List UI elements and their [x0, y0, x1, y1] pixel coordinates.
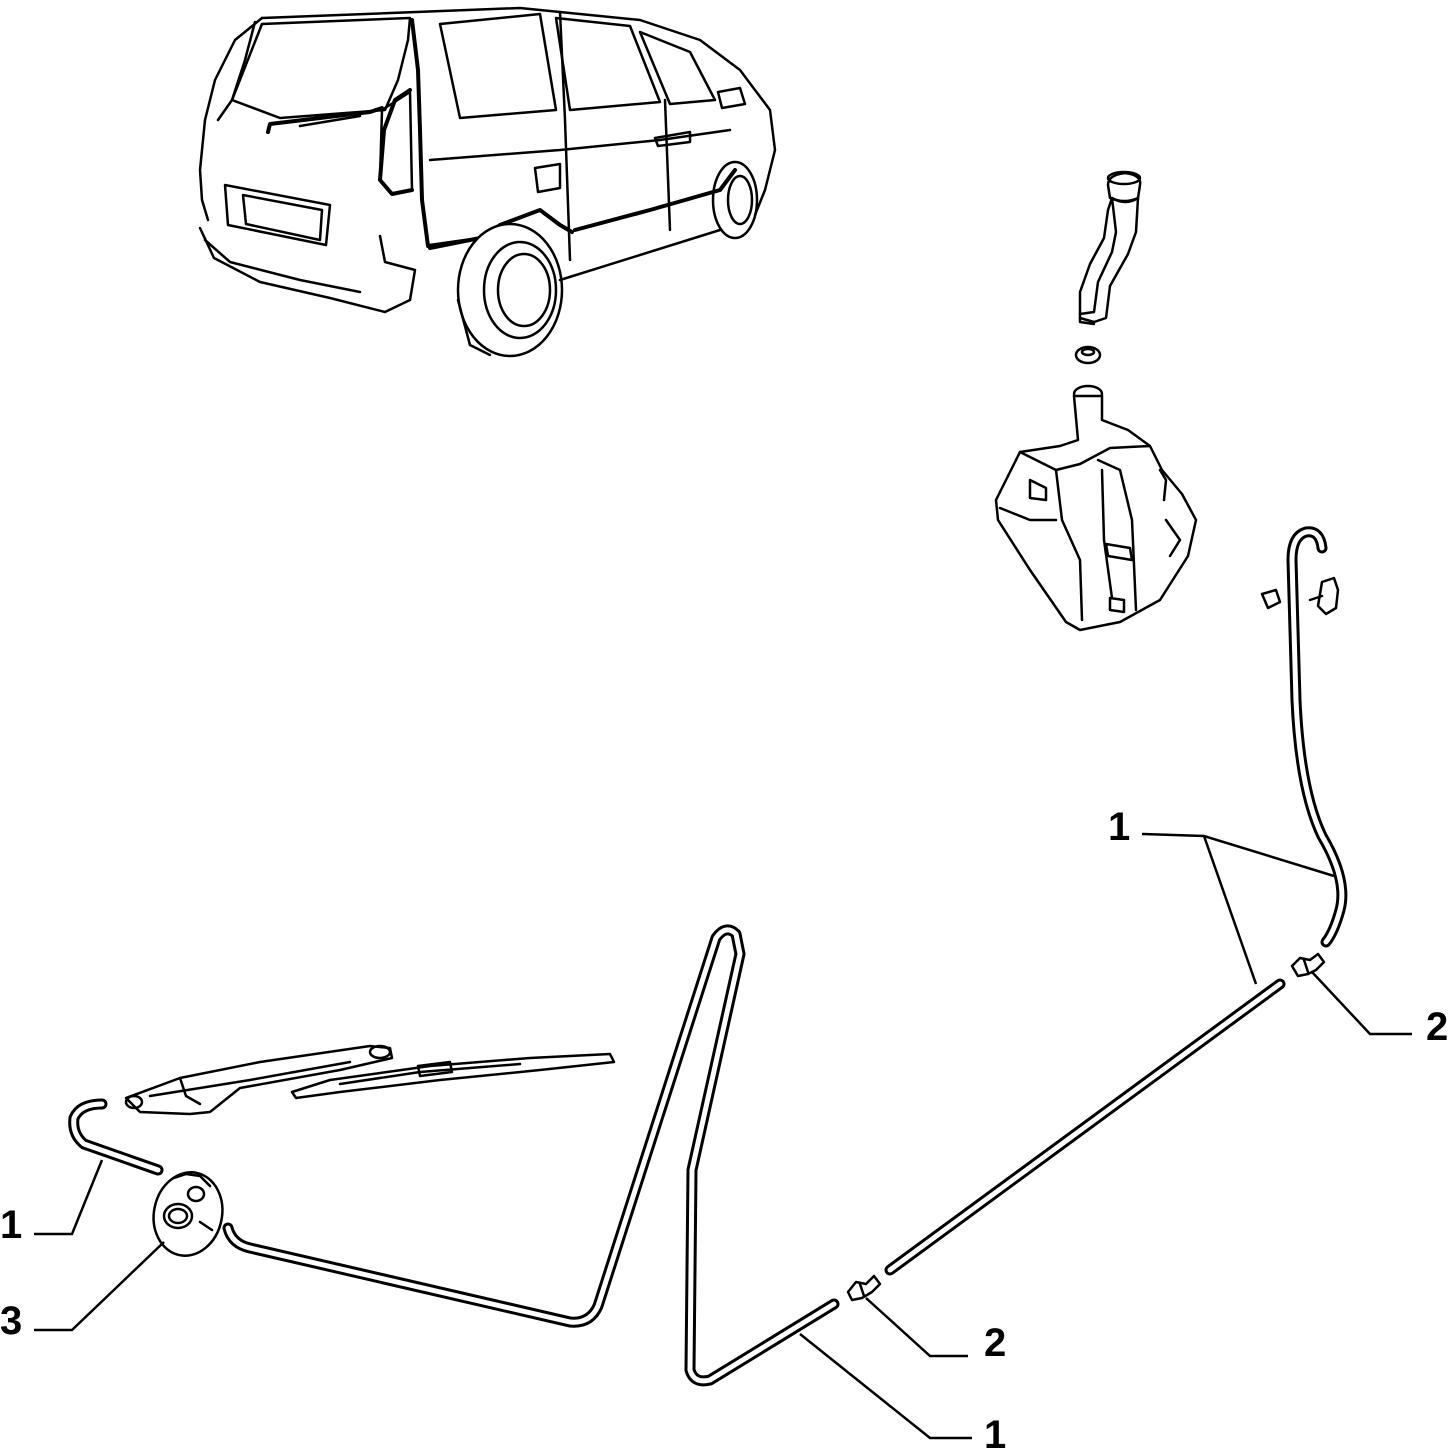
callout-3-left: 3 — [0, 1299, 22, 1343]
grommet-icon — [152, 1171, 224, 1257]
callout-2-right: 2 — [1426, 1005, 1448, 1049]
hoses — [68, 526, 1348, 1387]
callout-1-bottom: 1 — [984, 1413, 1006, 1451]
callout-1-left: 1 — [0, 1203, 22, 1247]
callout-1-upper: 1 — [1108, 805, 1130, 849]
leader-lines — [34, 832, 1412, 1440]
connector-upper — [1290, 952, 1326, 978]
callout-labels: 1 2 1 3 2 1 — [0, 805, 1448, 1451]
wiper-arm-icon — [124, 1044, 394, 1116]
callout-2-lower: 2 — [984, 1321, 1006, 1365]
nozzle-bracket-icon — [1260, 576, 1340, 616]
connector-lower — [846, 1274, 882, 1302]
hose-upper-right — [1286, 526, 1348, 948]
hose-wiper-short — [68, 1098, 164, 1176]
hose-lower-loop — [222, 924, 840, 1387]
reservoir-tank-icon — [994, 384, 1198, 632]
seal-ring-icon — [1074, 345, 1102, 365]
minivan-rear-view-icon — [198, 6, 777, 358]
hose-diagonal — [884, 978, 1286, 1276]
filler-neck-icon — [1078, 170, 1142, 326]
wiper-blade-icon — [290, 1052, 616, 1100]
